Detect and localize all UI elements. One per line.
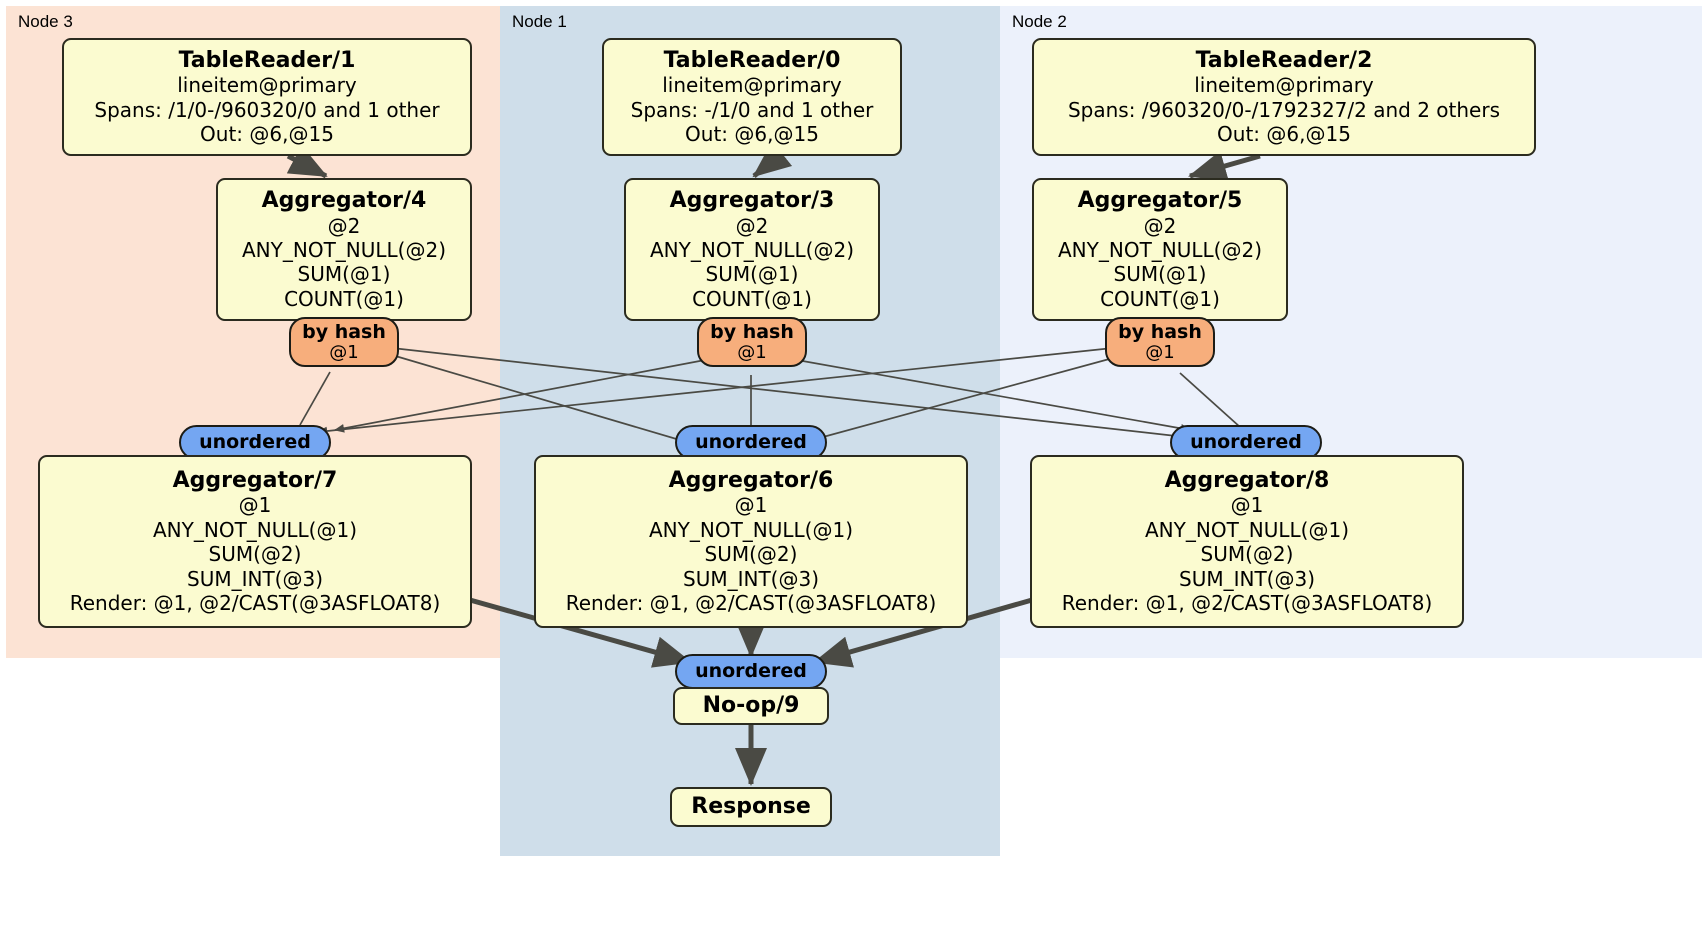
processor-line: Out: @6,@15 bbox=[685, 122, 819, 147]
processor-line: @1 bbox=[1230, 493, 1264, 518]
processor-line: @1 bbox=[734, 493, 768, 518]
processor-line: ANY_NOT_NULL(@1) bbox=[1145, 517, 1349, 542]
router-subtitle: @1 bbox=[737, 341, 767, 363]
processor-line: Spans: /960320/0-/1792327/2 and 2 others bbox=[1067, 97, 1500, 122]
processor-line: Out: @6,@15 bbox=[200, 122, 334, 147]
region-label-node1: Node 1 bbox=[512, 12, 567, 31]
processor-line: Spans: /1/0-/960320/0 and 1 other bbox=[94, 97, 440, 122]
processor-line: SUM(@2) bbox=[1200, 542, 1294, 567]
router-by-hash-node3[interactable]: by hash @1 bbox=[289, 317, 399, 367]
processor-line: SUM_INT(@3) bbox=[683, 566, 819, 591]
processor-line: @2 bbox=[1143, 213, 1177, 238]
processor-aggregator3[interactable]: Aggregator/3 @2 ANY_NOT_NULL(@2) SUM(@1)… bbox=[624, 178, 880, 321]
processor-line: Render: @1, @2/CAST(@3ASFLOAT8) bbox=[69, 590, 441, 615]
processor-aggregator7[interactable]: Aggregator/7 @1 ANY_NOT_NULL(@1) SUM(@2)… bbox=[38, 455, 472, 628]
processor-line: SUM_INT(@3) bbox=[1179, 566, 1315, 591]
synchronizer-unordered-node3[interactable]: unordered bbox=[179, 425, 331, 460]
processor-line: @2 bbox=[327, 213, 361, 238]
processor-tablereader0[interactable]: TableReader/0 lineitem@primary Spans: -/… bbox=[602, 38, 902, 156]
processor-title: No-op/9 bbox=[702, 693, 800, 719]
processor-line: lineitem@primary bbox=[662, 73, 842, 98]
processor-title: Aggregator/5 bbox=[1077, 187, 1243, 213]
processor-line: SUM(@2) bbox=[704, 542, 798, 567]
processor-response[interactable]: Response bbox=[670, 787, 832, 827]
processor-line: Spans: -/1/0 and 1 other bbox=[630, 97, 874, 122]
processor-line: ANY_NOT_NULL(@2) bbox=[242, 237, 446, 262]
processor-line: SUM(@1) bbox=[1113, 262, 1207, 287]
processor-line: @1 bbox=[238, 493, 272, 518]
router-by-hash-node1[interactable]: by hash @1 bbox=[697, 317, 807, 367]
region-label-node3: Node 3 bbox=[18, 12, 73, 31]
processor-line: @2 bbox=[735, 213, 769, 238]
processor-title: Aggregator/3 bbox=[669, 187, 835, 213]
processor-line: ANY_NOT_NULL(@2) bbox=[1058, 237, 1262, 262]
processor-line: Out: @6,@15 bbox=[1217, 122, 1351, 147]
processor-noop9[interactable]: No-op/9 bbox=[673, 687, 829, 725]
router-title: by hash bbox=[1118, 320, 1202, 343]
processor-title: Aggregator/4 bbox=[261, 187, 427, 213]
processor-line: Render: @1, @2/CAST(@3ASFLOAT8) bbox=[565, 590, 937, 615]
processor-title: Aggregator/7 bbox=[172, 467, 338, 493]
processor-title: Aggregator/6 bbox=[668, 467, 834, 493]
router-by-hash-node2[interactable]: by hash @1 bbox=[1105, 317, 1215, 367]
processor-aggregator6[interactable]: Aggregator/6 @1 ANY_NOT_NULL(@1) SUM(@2)… bbox=[534, 455, 968, 628]
region-label-node2: Node 2 bbox=[1012, 12, 1067, 31]
processor-title: TableReader/1 bbox=[178, 47, 356, 73]
synchronizer-title: unordered bbox=[695, 431, 807, 454]
processor-tablereader2[interactable]: TableReader/2 lineitem@primary Spans: /9… bbox=[1032, 38, 1536, 156]
processor-line: ANY_NOT_NULL(@1) bbox=[153, 517, 357, 542]
processor-line: lineitem@primary bbox=[177, 73, 357, 98]
processor-line: SUM(@2) bbox=[208, 542, 302, 567]
processor-line: ANY_NOT_NULL(@2) bbox=[650, 237, 854, 262]
processor-title: TableReader/2 bbox=[1195, 47, 1373, 73]
processor-aggregator4[interactable]: Aggregator/4 @2 ANY_NOT_NULL(@2) SUM(@1)… bbox=[216, 178, 472, 321]
processor-title: Response bbox=[691, 794, 811, 820]
synchronizer-title: unordered bbox=[695, 660, 807, 683]
processor-title: Aggregator/8 bbox=[1164, 467, 1330, 493]
synchronizer-title: unordered bbox=[199, 431, 311, 454]
processor-line: COUNT(@1) bbox=[1100, 286, 1220, 311]
processor-title: TableReader/0 bbox=[663, 47, 841, 73]
router-subtitle: @1 bbox=[1145, 341, 1175, 363]
router-title: by hash bbox=[302, 320, 386, 343]
processor-line: ANY_NOT_NULL(@1) bbox=[649, 517, 853, 542]
processor-line: SUM_INT(@3) bbox=[187, 566, 323, 591]
processor-line: lineitem@primary bbox=[1194, 73, 1374, 98]
processor-line: Render: @1, @2/CAST(@3ASFLOAT8) bbox=[1061, 590, 1433, 615]
processor-line: SUM(@1) bbox=[297, 262, 391, 287]
processor-line: COUNT(@1) bbox=[284, 286, 404, 311]
router-title: by hash bbox=[710, 320, 794, 343]
processor-line: SUM(@1) bbox=[705, 262, 799, 287]
processor-aggregator5[interactable]: Aggregator/5 @2 ANY_NOT_NULL(@2) SUM(@1)… bbox=[1032, 178, 1288, 321]
synchronizer-title: unordered bbox=[1190, 431, 1302, 454]
processor-tablereader1[interactable]: TableReader/1 lineitem@primary Spans: /1… bbox=[62, 38, 472, 156]
processor-line: COUNT(@1) bbox=[692, 286, 812, 311]
router-subtitle: @1 bbox=[329, 341, 359, 363]
synchronizer-unordered-final[interactable]: unordered bbox=[675, 654, 827, 689]
processor-aggregator8[interactable]: Aggregator/8 @1 ANY_NOT_NULL(@1) SUM(@2)… bbox=[1030, 455, 1464, 628]
